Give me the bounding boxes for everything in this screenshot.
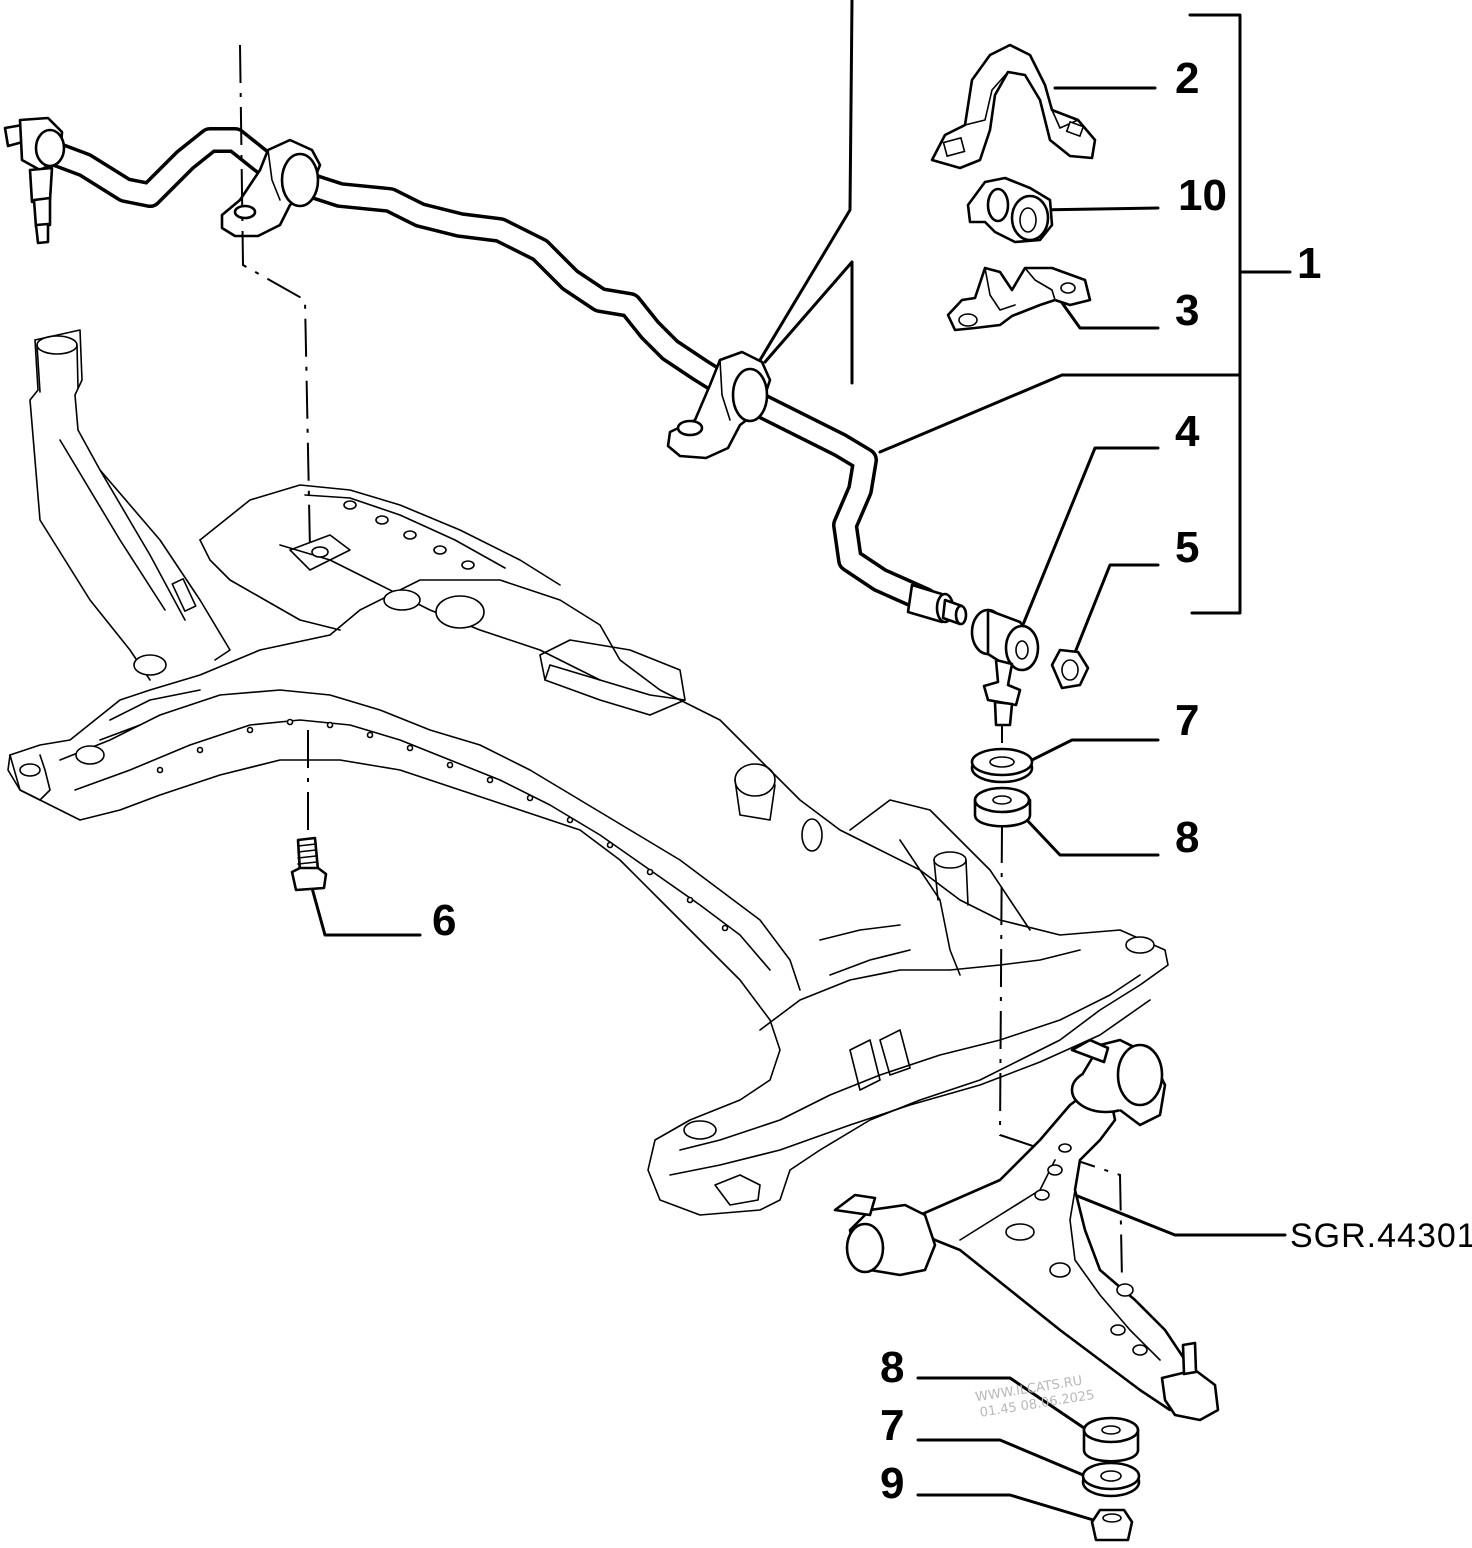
part-8-bushing-lower — [1082, 1416, 1140, 1463]
part-3-clamp-plate — [946, 266, 1092, 332]
part-7-washer-lower — [1081, 1461, 1141, 1498]
callout-4: 4 — [1175, 407, 1200, 456]
callout-7-upper: 7 — [1175, 696, 1199, 745]
part-9-nut — [1090, 1508, 1134, 1542]
alignment-lines — [239, 44, 1123, 1281]
callout-1: 1 — [1297, 239, 1321, 288]
callout-labels: 1 2 10 3 4 5 7 8 6 8 7 9 SGR.44301 — [432, 54, 1472, 1508]
part-7-washer-upper — [970, 747, 1034, 784]
lower-control-arm — [833, 1038, 1220, 1422]
callout-5: 5 — [1175, 523, 1199, 572]
leader-lines — [310, 0, 1292, 1524]
part-4-stabilizer-link — [970, 608, 1040, 727]
anti-roll-bar — [3, 116, 968, 626]
front-subframe — [7, 329, 1169, 1216]
part-2-clamp-bracket — [930, 43, 1097, 170]
part-10-bushing — [966, 176, 1054, 244]
callout-8-upper: 8 — [1175, 813, 1199, 862]
callout-2: 2 — [1175, 54, 1199, 103]
part-8-bushing-upper — [973, 786, 1032, 828]
callout-9: 9 — [880, 1459, 904, 1508]
callout-10: 10 — [1178, 171, 1227, 220]
part-5-nut — [1050, 648, 1090, 690]
reference-code: SGR.44301 — [1290, 1217, 1472, 1255]
part-6-bolt — [290, 836, 328, 892]
callout-3: 3 — [1175, 286, 1199, 335]
callout-8-lower: 8 — [880, 1343, 904, 1392]
callout-7-lower: 7 — [880, 1401, 904, 1450]
callout-6: 6 — [432, 896, 456, 945]
